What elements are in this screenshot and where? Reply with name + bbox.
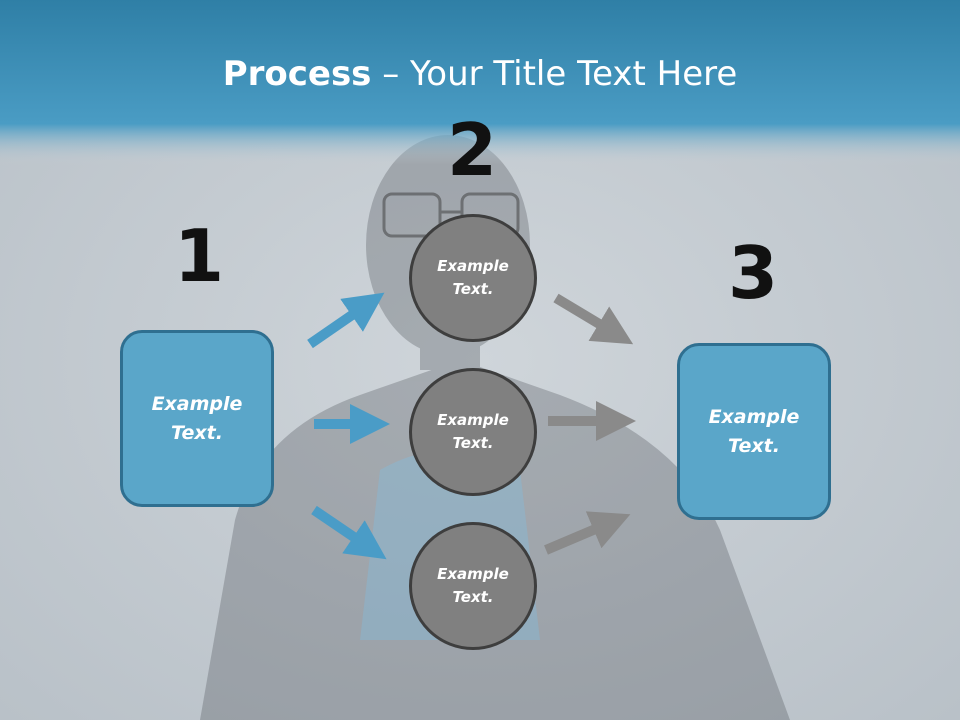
step-number-1: 1 xyxy=(173,214,225,298)
step-number-2: 2 xyxy=(446,108,498,192)
circle-top-text: Example Text. xyxy=(437,257,509,298)
step-number-3: 3 xyxy=(727,231,779,315)
arrow-blue-up xyxy=(307,292,385,349)
circle-middle-text: Example Text. xyxy=(437,411,509,452)
arrow-blue-down xyxy=(311,505,387,560)
title-rest: – Your Title Text Here xyxy=(371,54,738,94)
circle-top: Example Text. xyxy=(409,214,537,342)
title-bold: Process xyxy=(222,54,372,94)
arrow-gray-up xyxy=(544,511,631,555)
arrow-gray-down xyxy=(553,293,634,345)
circle-bottom: Example Text. xyxy=(409,522,537,650)
circle-bottom-text: Example Text. xyxy=(437,565,509,606)
step3-box: Example Text. xyxy=(677,343,831,520)
step1-box: Example Text. xyxy=(120,330,274,507)
step3-box-text: Example Text. xyxy=(708,405,800,457)
step1-box-text: Example Text. xyxy=(151,392,243,444)
slide-title: Process – Your Title Text Here xyxy=(0,52,960,96)
circle-middle: Example Text. xyxy=(409,368,537,496)
